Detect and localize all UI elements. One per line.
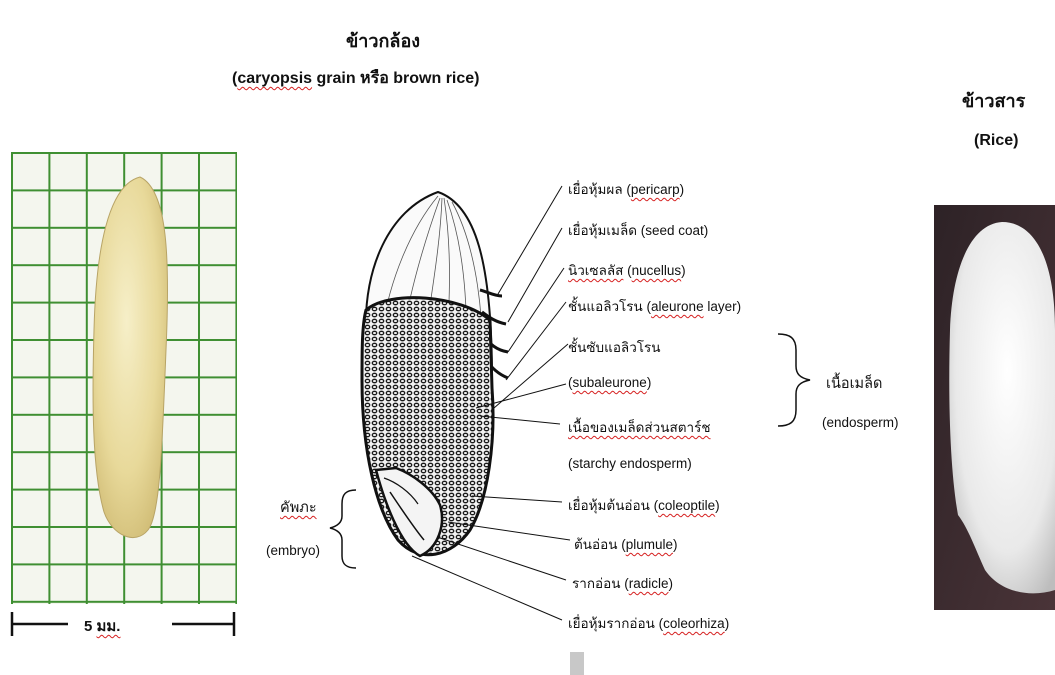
label-subaleurone-th: ชั้นซับแอลิวโรน xyxy=(568,336,661,358)
label-pericarp-th: เยื่อหุ้มผล ( xyxy=(568,182,631,197)
label-radicle: รากอ่อน (radicle) xyxy=(572,572,673,594)
label-plumule: ต้นอ่อน (plumule) xyxy=(574,533,677,555)
label-nucellus-close: ) xyxy=(681,263,686,278)
label-plumule-en: plumule xyxy=(626,537,673,552)
label-radicle-en: radicle xyxy=(629,576,669,591)
label-radicle-th: รากอ่อน ( xyxy=(572,576,629,591)
label-nucellus-en: nucellus xyxy=(632,263,682,278)
scale-unit: มม. xyxy=(97,618,121,635)
label-plumule-close: ) xyxy=(673,537,678,552)
group-embryo-th-text: คัพภะ xyxy=(280,500,317,516)
label-pericarp: เยื่อหุ้มผล (pericarp) xyxy=(568,178,684,200)
brown-rice-grain xyxy=(93,177,168,538)
label-subaleurone-en: (subaleurone) xyxy=(568,375,651,390)
group-embryo-th: คัพภะ xyxy=(280,496,317,519)
label-aleurone-en: aleurone xyxy=(651,299,704,314)
label-starchy-th-text: เนื้อของเมล็ดส่วนสตาร์ช xyxy=(568,420,710,435)
label-pericarp-en: pericarp xyxy=(631,182,680,197)
scale-value: 5 xyxy=(84,618,97,635)
label-seed-coat: เยื่อหุ้มเมล็ด (seed coat) xyxy=(568,219,708,241)
embryo-brace xyxy=(330,490,356,568)
label-coleorhiza: เยื่อหุ้มรากอ่อน (coleorhiza) xyxy=(568,612,729,634)
scale-bar xyxy=(12,612,234,636)
label-pericarp-close: ) xyxy=(680,182,685,197)
label-coleoptile-en: coleoptile xyxy=(658,498,715,513)
label-starchy-th: เนื้อของเมล็ดส่วนสตาร์ช xyxy=(568,416,710,438)
group-endosperm-th: เนื้อเมล็ด xyxy=(826,372,882,395)
label-coleorhiza-th: เยื่อหุ้มรากอ่อน ( xyxy=(568,616,663,631)
label-subaleurone-close: ) xyxy=(647,375,652,390)
label-aleurone: ชั้นแอลิวโรน (aleurone layer) xyxy=(568,295,741,317)
label-coleoptile: เยื่อหุ้มต้นอ่อน (coleoptile) xyxy=(568,494,720,516)
label-coleorhiza-en: coleorhiza xyxy=(663,616,725,631)
label-coleoptile-close: ) xyxy=(715,498,720,513)
label-starchy-en: (starchy endosperm) xyxy=(568,456,692,471)
scroll-mark xyxy=(570,652,584,675)
label-subaleurone-en-text: subaleurone xyxy=(573,375,647,390)
label-nucellus: นิวเซลลัส (nucellus) xyxy=(568,259,686,281)
label-plumule-th: ต้นอ่อน ( xyxy=(574,537,626,552)
scale-bar-label: 5 มม. xyxy=(84,614,120,638)
endosperm-brace xyxy=(778,334,810,426)
label-nucellus-mid: ( xyxy=(623,263,631,278)
group-endosperm-en: (endosperm) xyxy=(822,415,899,430)
label-aleurone-th: ชั้นแอลิวโรน ( xyxy=(568,299,651,314)
label-radicle-close: ) xyxy=(668,576,673,591)
label-nucellus-th: นิวเซลลัส xyxy=(568,263,623,278)
label-coleoptile-th: เยื่อหุ้มต้นอ่อน ( xyxy=(568,498,658,513)
group-embryo-en: (embryo) xyxy=(266,543,320,558)
label-aleurone-end: layer) xyxy=(704,299,742,314)
label-coleorhiza-close: ) xyxy=(725,616,730,631)
